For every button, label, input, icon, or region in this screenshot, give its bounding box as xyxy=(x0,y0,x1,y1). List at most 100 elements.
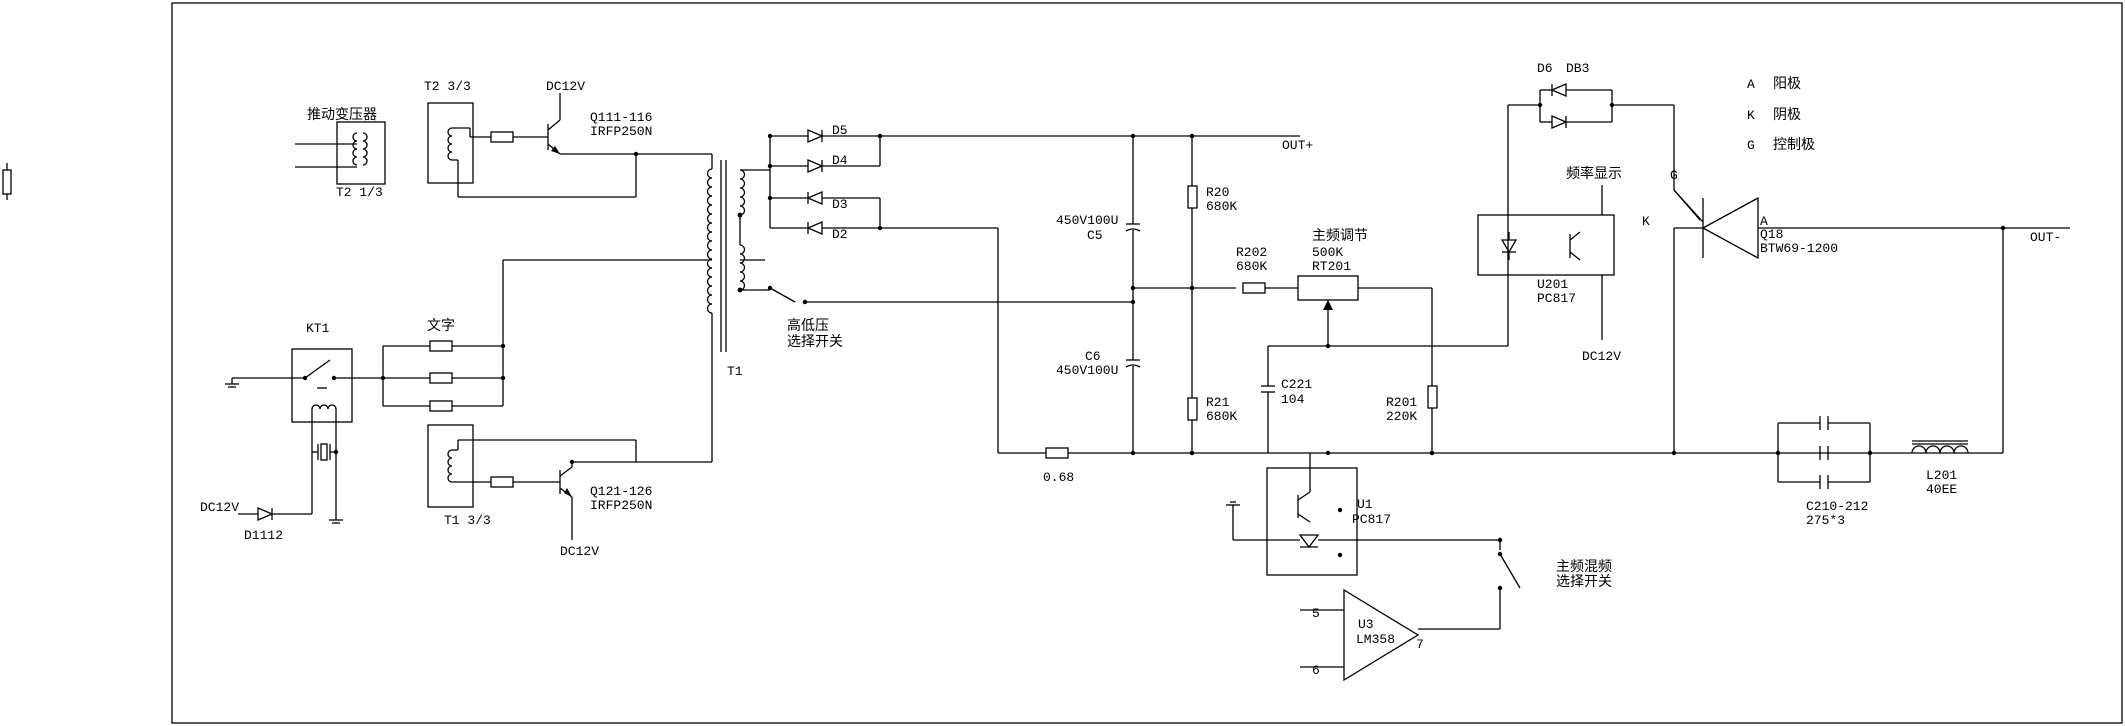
capacitor-c5 xyxy=(1125,223,1141,232)
d3-label: D3 xyxy=(832,197,848,212)
t1-label: T1 xyxy=(727,364,743,379)
freq-display-label: 频率显示 xyxy=(1566,165,1622,182)
q121-model-label: IRFP250N xyxy=(590,498,652,513)
pin-a-label: A xyxy=(1760,214,1768,229)
diode-d1112 xyxy=(257,507,274,521)
legend-a-value: 阳极 xyxy=(1773,76,1801,92)
drive-transformer-t2 xyxy=(295,121,386,185)
hv-lv-select-switch xyxy=(740,259,808,305)
dc12v-bottom-label: DC12V xyxy=(560,544,599,559)
r20-name-label: R20 xyxy=(1206,185,1229,200)
q121-gate-resistor xyxy=(490,476,514,488)
q18-model-label: BTW69-1200 xyxy=(1760,241,1838,256)
rt201-value-label: 500K xyxy=(1312,245,1343,260)
dc12v-left-label: DC12V xyxy=(200,500,239,515)
diode-d2 xyxy=(806,221,823,235)
legend-g-value: 控制极 xyxy=(1773,137,1815,153)
optocoupler-u201 xyxy=(1477,214,1615,276)
resistor-bank-1 xyxy=(429,340,453,352)
drawing-frame xyxy=(171,2,2123,724)
pin7-label: 7 xyxy=(1416,637,1424,652)
out-plus-label: OUT+ xyxy=(1282,138,1313,153)
relay-kt1 xyxy=(291,348,353,423)
q111-transistor xyxy=(547,93,636,155)
l201-name-label: L201 xyxy=(1926,468,1957,483)
d2-label: D2 xyxy=(832,227,848,242)
hv-lv-switch-label-2: 选择开关 xyxy=(787,334,843,350)
d1112-label: D1112 xyxy=(244,528,283,543)
c221-value-label: 104 xyxy=(1281,392,1305,407)
c6-value-label: 450V100U xyxy=(1056,363,1118,378)
capacitor-c211 xyxy=(1819,446,1829,460)
u3-model-label: LM358 xyxy=(1356,632,1395,647)
resistor-r21 xyxy=(1187,397,1198,421)
c210-value-label: 275*3 xyxy=(1806,513,1845,528)
capacitor-c6 xyxy=(1125,359,1141,368)
wenzi-label: 文字 xyxy=(427,318,455,334)
diode-d6 xyxy=(1551,115,1612,129)
db3-label: DB3 xyxy=(1566,61,1589,76)
pin-k-label: K xyxy=(1642,214,1650,229)
dc12v-u201-label: DC12V xyxy=(1582,349,1621,364)
dc12v-top-label: DC12V xyxy=(546,79,585,94)
legend-k-key: K xyxy=(1747,108,1755,123)
transformer-t2-3-3 xyxy=(427,102,491,197)
legend-k-value: 阴极 xyxy=(1773,107,1801,123)
u201-model-label: PC817 xyxy=(1537,291,1576,306)
c5-value-label: 450V100U xyxy=(1056,213,1118,228)
mix-switch-label-1: 主频混频 xyxy=(1556,559,1612,575)
c210-name-label: C210-212 xyxy=(1806,499,1868,514)
r21-name-label: R21 xyxy=(1206,395,1230,410)
r20-value-label: 680K xyxy=(1206,199,1237,214)
rt201-title-label: 主频调节 xyxy=(1312,228,1368,244)
diode-d5 xyxy=(807,129,824,143)
optocoupler-u1 xyxy=(1266,467,1358,576)
shunt-resistor xyxy=(1045,447,1069,459)
rt201-name-label: RT201 xyxy=(1312,259,1351,274)
transformer-t1-3-3 xyxy=(427,424,636,508)
out-minus-label: OUT- xyxy=(2030,230,2061,245)
resistor-bank-2 xyxy=(429,372,453,384)
c221-name-label: C221 xyxy=(1281,377,1312,392)
hv-lv-switch-label-1: 高低压 xyxy=(787,317,829,334)
q111-gate-resistor xyxy=(490,131,514,143)
legend-a-key: A xyxy=(1747,77,1755,92)
q121-transistor xyxy=(559,461,636,540)
r201-value-label: 220K xyxy=(1386,409,1417,424)
capacitor-c212 xyxy=(1819,475,1829,489)
capacitor-c221 xyxy=(1261,385,1275,393)
transformer-t1 xyxy=(706,160,746,352)
mix-switch-label-2: 选择开关 xyxy=(1556,574,1612,590)
u3-name-label: U3 xyxy=(1358,617,1374,632)
resistor-r202 xyxy=(1242,282,1266,294)
inductor-l201 xyxy=(1911,440,1969,454)
drive-transformer-label: 推动变压器 xyxy=(307,107,377,123)
pin5-label: 5 xyxy=(1312,606,1320,621)
pin-g-label: G xyxy=(1670,168,1678,183)
thyristor-q18 xyxy=(1673,189,1759,260)
shunt-label: 0.68 xyxy=(1043,470,1074,485)
pin6-label: 6 xyxy=(1312,663,1320,678)
l201-value-label: 40EE xyxy=(1926,482,1957,497)
u1-model-label: PC817 xyxy=(1352,512,1391,527)
r202-value-label: 680K xyxy=(1236,259,1267,274)
r202-name-label: R202 xyxy=(1236,245,1267,260)
diode-d4 xyxy=(807,159,824,173)
d6-label: D6 xyxy=(1537,61,1553,76)
resistor-r201 xyxy=(1427,385,1438,409)
diode-d3 xyxy=(806,191,823,205)
resistor-r20 xyxy=(1187,185,1198,209)
mix-select-switch xyxy=(1497,551,1521,591)
c6-name-label: C6 xyxy=(1085,349,1101,364)
t1-3-3-label: T1 3/3 xyxy=(444,513,491,528)
opamp-u3 xyxy=(1300,588,1420,682)
t2-3-3-label: T2 3/3 xyxy=(424,79,471,94)
q121-part-label: Q121-126 xyxy=(590,484,652,499)
capacitor-c210 xyxy=(1819,416,1829,430)
potentiometer-rt201 xyxy=(1297,275,1359,346)
d5-label: D5 xyxy=(832,123,848,138)
u1-name-label: U1 xyxy=(1357,497,1373,512)
diac-db3 xyxy=(1550,83,1612,97)
q111-part-label: Q111-116 xyxy=(590,110,652,125)
